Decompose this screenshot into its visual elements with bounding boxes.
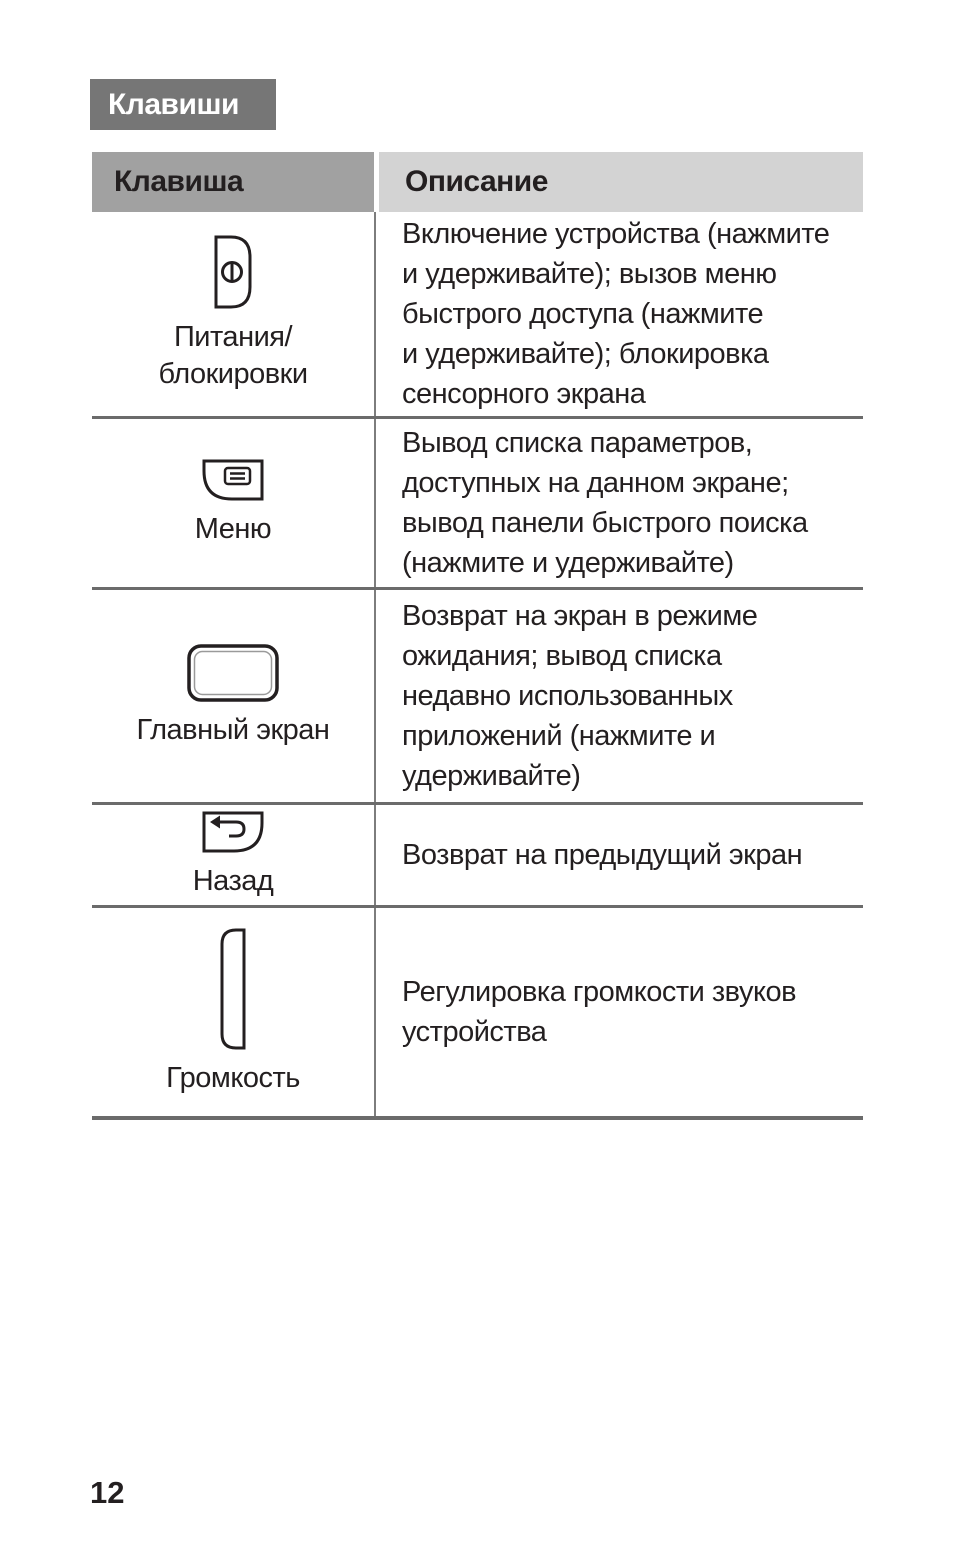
key-label: Питания/ блокировки <box>158 321 308 390</box>
key-label: Назад <box>192 864 274 897</box>
table-row: Меню Вывод списка параметров, доступных н… <box>92 419 863 590</box>
table-row: Главный экран Возврат на экран в режиме о… <box>92 590 863 805</box>
page-number: 12 <box>90 1475 125 1510</box>
key-description: Вывод списка параметров, доступных на да… <box>402 427 808 579</box>
menu-icon <box>202 459 264 501</box>
description-cell: Возврат на экран в режиме ожидания; выво… <box>376 590 863 802</box>
header-gap <box>374 152 379 212</box>
home-icon <box>187 643 279 702</box>
key-description: Возврат на предыдущий экран <box>402 839 803 871</box>
description-cell: Вывод списка параметров, доступных на да… <box>376 419 863 587</box>
back-icon <box>202 811 264 853</box>
column-header-key: Клавиша <box>92 152 374 212</box>
power-icon <box>214 235 252 309</box>
table-row: Громкость Регулировка громкости звуков ус… <box>92 908 863 1120</box>
key-label: Громкость <box>166 1061 300 1094</box>
description-cell: Возврат на предыдущий экран <box>376 805 863 905</box>
key-description: Возврат на экран в режиме ожидания; выво… <box>402 600 758 792</box>
section-title-badge: Клавиши <box>90 79 276 130</box>
volume-icon <box>220 928 246 1050</box>
key-description: Регулировка громкости звуков устройства <box>402 976 797 1048</box>
table-row: Питания/ блокировки Включение устройства … <box>92 212 863 419</box>
column-header-description: Описание <box>379 152 863 212</box>
description-cell: Регулировка громкости звуков устройства <box>376 908 863 1116</box>
table-row: Назад Возврат на предыдущий экран <box>92 805 863 908</box>
keys-table: Клавиша Описание Питания/ блокировки Вклю… <box>92 152 863 1120</box>
key-description: Включение устройства (нажмите и удержива… <box>402 218 830 410</box>
key-cell: Меню <box>92 419 376 587</box>
key-cell: Назад <box>92 805 376 905</box>
key-cell: Питания/ блокировки <box>92 212 376 416</box>
table-body: Питания/ блокировки Включение устройства … <box>92 212 863 1120</box>
section-title: Клавиши <box>108 87 239 121</box>
table-header-row: Клавиша Описание <box>92 152 863 212</box>
description-cell: Включение устройства (нажмите и удержива… <box>376 212 863 416</box>
key-label: Меню <box>194 512 272 545</box>
key-cell: Громкость <box>92 908 376 1116</box>
key-cell: Главный экран <box>92 590 376 802</box>
key-label: Главный экран <box>136 713 330 746</box>
